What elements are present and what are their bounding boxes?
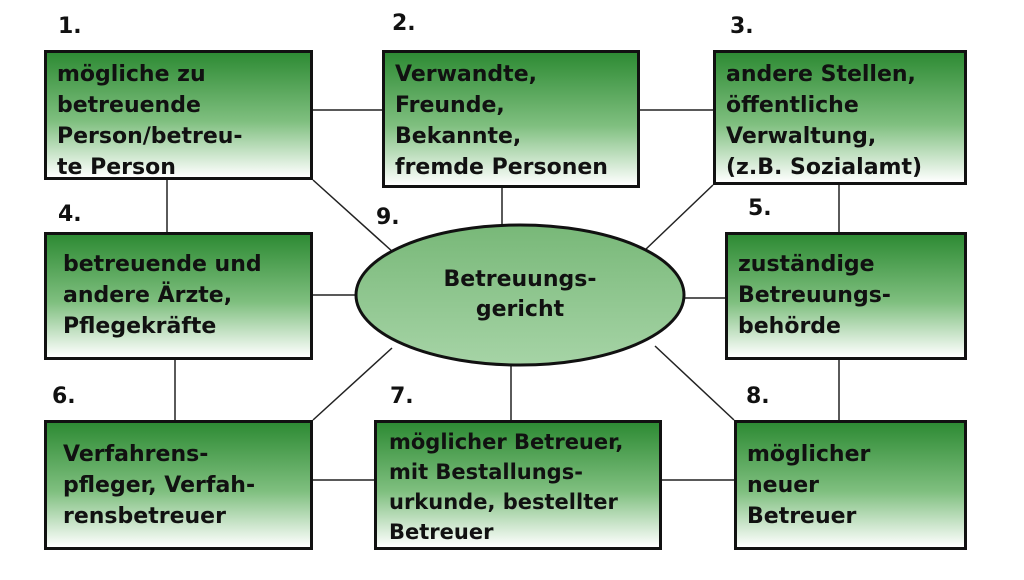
box-8-text: möglicher neuer Betreuer bbox=[747, 442, 871, 529]
box-3: andere Stellen, öffentliche Verwaltung, … bbox=[713, 50, 967, 185]
box-2-number: 2. bbox=[392, 11, 416, 36]
box-5: zuständige Betreuungs- behörde bbox=[725, 232, 967, 360]
box-7-text: möglicher Betreuer, mit Bestallungs- urk… bbox=[389, 430, 624, 544]
box-8: möglicher neuer Betreuer bbox=[734, 420, 967, 550]
box-3-text: andere Stellen, öffentliche Verwaltung, … bbox=[726, 62, 923, 180]
center-label: Betreuungs- gericht bbox=[443, 267, 597, 322]
box-1: mögliche zu betreuende Person/betreu- te… bbox=[44, 50, 313, 180]
box-8-number: 8. bbox=[746, 384, 770, 409]
box-7: möglicher Betreuer, mit Bestallungs- urk… bbox=[374, 420, 662, 550]
center-ellipse bbox=[354, 223, 686, 367]
center-number: 9. bbox=[376, 205, 400, 230]
box-6-number: 6. bbox=[52, 384, 76, 409]
box-5-text: zuständige Betreuungs- behörde bbox=[738, 252, 891, 339]
box-4: betreuende und andere Ärzte, Pflegekräft… bbox=[44, 232, 313, 360]
box-4-text: betreuende und andere Ärzte, Pflegekräft… bbox=[63, 252, 262, 339]
box-6-text: Verfahrens- pfleger, Verfah- rensbetreue… bbox=[63, 442, 256, 529]
box-3-number: 3. bbox=[730, 14, 754, 39]
box-2-text: Verwandte, Freunde, Bekannte, fremde Per… bbox=[395, 62, 608, 180]
box-2: Verwandte, Freunde, Bekannte, fremde Per… bbox=[382, 50, 640, 188]
box-5-number: 5. bbox=[748, 196, 772, 221]
box-1-number: 1. bbox=[58, 14, 82, 39]
box-7-number: 7. bbox=[390, 384, 414, 409]
box-6: Verfahrens- pfleger, Verfah- rensbetreue… bbox=[44, 420, 313, 550]
box-4-number: 4. bbox=[58, 202, 82, 227]
box-1-text: mögliche zu betreuende Person/betreu- te… bbox=[57, 62, 243, 180]
